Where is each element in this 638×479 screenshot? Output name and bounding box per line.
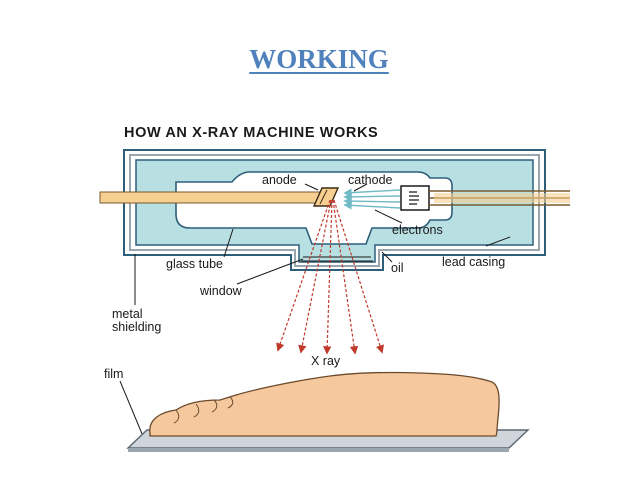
label-electrons: electrons [392, 223, 443, 237]
glass-tube [175, 171, 453, 245]
label-oil: oil [391, 261, 404, 275]
label-metal: metal [112, 307, 143, 321]
label-cathode: cathode [348, 173, 393, 187]
label-film: film [104, 367, 123, 381]
cathode [400, 185, 430, 211]
label-anode: anode [262, 173, 297, 187]
anode-stem [99, 191, 323, 204]
label-lead-casing: lead casing [442, 255, 505, 269]
metal-shielding-band [129, 154, 540, 267]
label-x-ray: X ray [311, 354, 341, 368]
foot [149, 371, 500, 437]
label-window: window [199, 284, 243, 298]
diagram-heading: HOW AN X-RAY MACHINE WORKS [124, 125, 378, 141]
x-ray-beams [276, 199, 384, 355]
label-glass-tube: glass tube [166, 257, 223, 271]
window [301, 256, 373, 262]
electron-arrows [343, 188, 401, 210]
slide-title: WORKING [249, 44, 389, 74]
label-shielding: shielding [112, 320, 161, 334]
